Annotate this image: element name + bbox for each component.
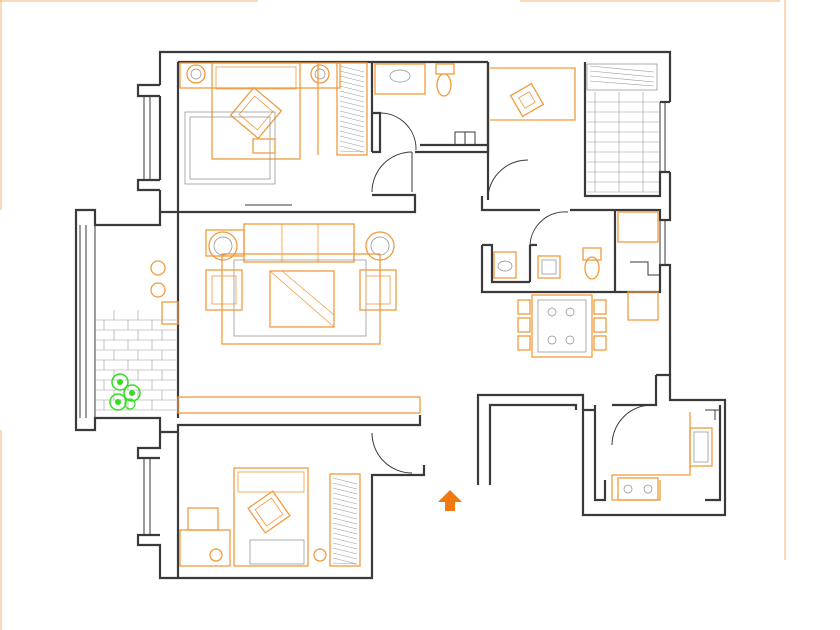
study-furniture [490,63,658,121]
doors [371,112,653,474]
kitchen-fixtures [611,412,713,501]
bed-icon [233,467,309,567]
entrance-arrow-icon [438,490,462,511]
master-bedroom-furniture [179,62,368,206]
bathroom-2-fixtures [493,211,660,321]
living-room-furniture [150,223,421,414]
sofa-icon [243,223,355,263]
hatching [96,65,659,565]
frame-lines [0,0,786,630]
stove-icon [617,477,659,501]
bed-icon [211,62,301,160]
bathroom-1-fixtures [374,63,455,97]
dining-table [517,294,607,358]
lower-bedroom-furniture [179,467,361,567]
toilet-icon [436,73,452,97]
plant-icon [109,373,141,411]
washbasin-icon [389,69,411,83]
